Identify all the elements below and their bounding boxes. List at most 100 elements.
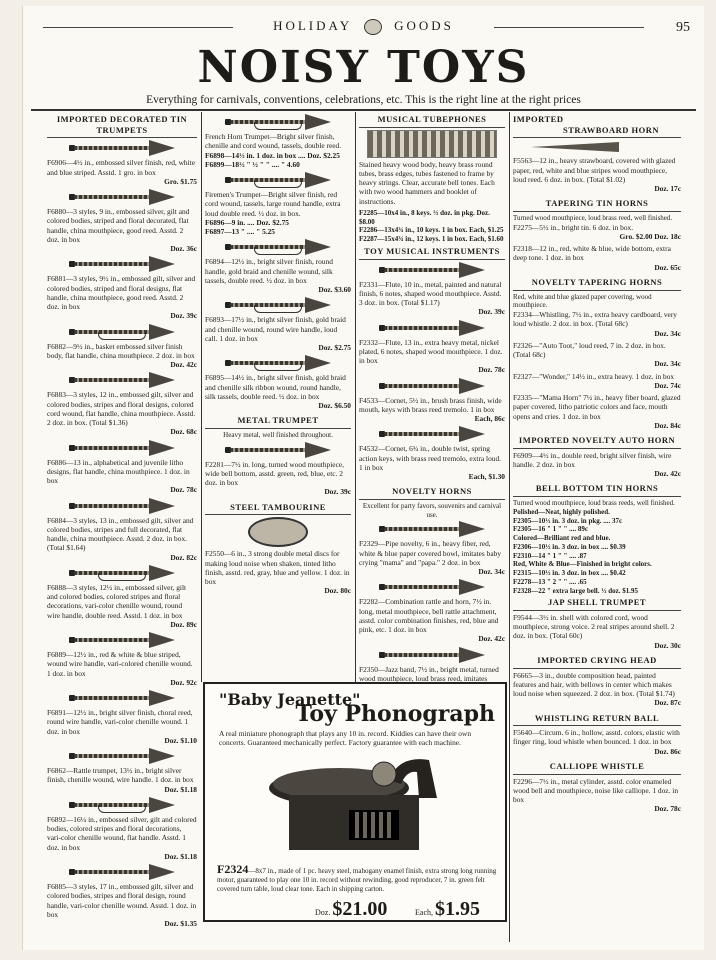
section-heading: STEEL TAMBOURINE — [205, 500, 351, 516]
price-line: F2310—14 " 1 " " .... .87 — [513, 551, 587, 560]
price-line: F2286—13x4¾ in., 10 keys. 1 in box. Each… — [359, 226, 504, 235]
phonograph-desc: A real miniature phonograph that plays a… — [219, 729, 472, 748]
price-line: F2287—15x4¾ in., 12 keys. 1 in box. Each… — [359, 235, 504, 244]
catalog-page: HOLIDAY GOODS 95 NOISY TOYS Everything f… — [22, 6, 704, 950]
instrument-entry: F2332—Flute, 13 in., extra heavy metal, … — [359, 319, 505, 375]
section-heading: NOVELTY HORNS — [359, 484, 505, 500]
phonograph-doz: Doz. $21.00 — [315, 898, 388, 920]
trumpet-icon — [62, 748, 182, 764]
section-sub: Excellent for party favors, souvenirs an… — [362, 501, 502, 519]
trumpet-entry: F6881—3 styles, 9½ in., embossed gilt, s… — [47, 256, 197, 320]
trumpet-entry: F6892—16¼ in., embossed silver, gilt and… — [47, 796, 197, 861]
section-heading: TAPERING TIN HORNS — [513, 196, 681, 212]
novelty-tapering-entry: F2334—Whistling, 7½ in., extra heavy car… — [513, 310, 681, 338]
price-line: F2328—22 " extra large bell. ½ doz. $1.9… — [513, 586, 639, 595]
column-decorated-trumpets: IMPORTED DECORATED TIN TRUMPETS F6906—4½… — [47, 112, 197, 931]
instrument-entry: F4533—Cornet, 5½ in., brush brass finish… — [359, 377, 505, 424]
price-line: F2315—10½ in. 3 doz. in box .... $0.42 — [513, 569, 626, 577]
trumpet-icon — [218, 297, 338, 314]
trumpet-entry: F6906—4½ in., embossed silver finish, re… — [47, 140, 197, 186]
trumpet-icon — [62, 632, 182, 648]
trumpet-icon — [62, 189, 182, 205]
column-tubephones: MUSICAL TUBEPHONES Stained heavy wood bo… — [359, 112, 505, 705]
strawboard-entry: F5563—12 in., heavy strawboard, covered … — [513, 156, 681, 193]
page-number: 95 — [676, 20, 690, 35]
trumpet-entry: F6882—9½ in., basket embossed silver fin… — [47, 323, 197, 370]
trumpet-entry: F6883—3 styles, 12 in., embossed gilt, s… — [47, 372, 197, 436]
trumpet-entry: F6891—12½ in., bright silver finish, cho… — [47, 690, 197, 745]
tubephone-icon — [367, 129, 497, 158]
trumpet-icon — [62, 256, 182, 273]
tapering-horn-entry: F2275—5½ in., bright tin. 6 doz. in box.… — [513, 222, 681, 241]
jap-trumpet-entry: F9544—3½ in. shell with colored cord, wo… — [513, 612, 681, 650]
trumpet-icon — [372, 261, 492, 278]
holiday-label: HOLIDAY — [273, 18, 352, 33]
section-sub: Heavy metal, well finished throughout. — [223, 430, 333, 439]
trumpet-icon — [62, 864, 182, 880]
page-subtitle: Everything for carnivals, conventions, c… — [146, 94, 581, 106]
section-heading: WHISTLING RETURN BALL — [513, 711, 681, 727]
phonograph-name: "Baby Jeanette" — [219, 690, 361, 709]
calliope-entry: F2296—7½ in., metal cylinder, asstd. col… — [513, 776, 681, 814]
section-heading: METAL TRUMPET — [205, 413, 351, 429]
header-rule — [31, 109, 696, 111]
section-heading: NOVELTY TAPERING HORNS — [513, 275, 681, 291]
section-heading: TOY MUSICAL INSTRUMENTS — [359, 244, 505, 260]
trumpet-entry: F6889—12½ in., red & white & blue stripe… — [47, 632, 197, 687]
trumpet-entry: Firemen's Trumpet—Bright silver finish, … — [205, 172, 351, 236]
goods-label: GOODS — [394, 18, 454, 33]
instrument-entry: F2331—Flute, 10 in., metal, painted and … — [359, 261, 505, 317]
trumpet-icon — [62, 372, 182, 389]
trumpet-entry: F6894—12½ in., bright silver finish, rou… — [205, 239, 351, 294]
price-line: F2305—10½ in. 3 doz. in pkg. .... 37c — [513, 516, 623, 525]
tubephone-desc: Stained heavy wood body, heavy brass rou… — [359, 159, 495, 206]
tambourine-entry: F2550—6 in., 3 strong double metal discs… — [205, 549, 351, 596]
trumpet-entry: F6880—3 styles, 9 in., embossed silver, … — [47, 189, 197, 253]
phonograph-icon — [269, 759, 437, 850]
instrument-entry: F4532—Cornet, 6¾ in., double twist, spri… — [359, 426, 505, 481]
phonograph-box: "Baby Jeanette" Toy Phonograph A real mi… — [203, 682, 507, 922]
novelty-horn-entry: F2282—Combination rattle and horn, 7½ in… — [359, 579, 505, 643]
trumpet-icon — [372, 646, 492, 663]
column-horns: IMPORTED STRAWBOARD HORN F5563—12 in., h… — [513, 112, 681, 814]
phonograph-title: Toy Phonograph — [295, 701, 495, 727]
novelty-tapering-entry: F2326—"Auto Toot," loud reed, 7 in. 2 do… — [513, 340, 681, 369]
trumpet-icon — [62, 323, 182, 340]
trumpet-entry: F6884—3 styles, 13 in., embossed gilt, s… — [47, 497, 197, 562]
trumpet-icon — [62, 690, 182, 706]
trumpet-icon — [372, 377, 492, 394]
price-line: F2306—10½ in. 3 doz. in box .... $0.39 — [513, 542, 626, 551]
section-heading: IMPORTED NOVELTY AUTO HORN — [513, 433, 681, 449]
trumpet-icon — [372, 579, 492, 596]
trumpet-icon — [62, 564, 182, 581]
trumpet-icon — [372, 521, 492, 538]
novelty-tapering-entry: F2335—"Mama Horn" 7½ in., heavy fiber bo… — [513, 393, 681, 430]
section-heading: MUSICAL TUBEPHONES — [359, 112, 505, 128]
column-trumpets-2: French Horn Trumpet—Bright silver finish… — [205, 112, 351, 599]
trumpet-icon — [372, 319, 492, 336]
trumpet-icon — [62, 796, 182, 813]
section-heading: BELL BOTTOM TIN HORNS — [513, 481, 681, 497]
section-heading: IMPORTED STRAWBOARD HORN — [513, 112, 681, 139]
novelty-horn-entry: F2329—Pipe novelty, 6 in., heavy fiber, … — [359, 521, 505, 576]
trumpet-icon — [62, 140, 182, 157]
section-heading: IMPORTED DECORATED TIN TRUMPETS — [47, 112, 197, 139]
trumpet-icon — [218, 355, 338, 372]
trumpet-entry: F6895—14½ in., bright silver finish, gol… — [205, 355, 351, 410]
novelty-tapering-entry: F2327—"Wonder," 14½ in., extra heavy. 1 … — [513, 371, 681, 390]
return-ball-entry: F5640—Circum. 6 in., hollow, asstd. colo… — [513, 728, 681, 756]
section-heading: IMPORTED CRYING HEAD — [513, 653, 681, 669]
trumpet-icon — [218, 172, 338, 188]
metal-trumpet-entry: F2281—7½ in. long, turned wood mouthpiec… — [205, 459, 351, 497]
trumpet-icon — [372, 426, 492, 443]
section-heading: JAP SHELL TRUMPET — [513, 595, 681, 611]
section-heading: CALLIOPE WHISTLE — [513, 759, 681, 775]
holiday-goods-banner: HOLIDAY GOODS — [23, 18, 704, 36]
trumpet-icon — [218, 239, 338, 256]
crying-head-entry: F6665—3 in., double composition head, pa… — [513, 670, 681, 708]
trumpet-entry: F6893—17½ in., bright silver finish, gol… — [205, 297, 351, 352]
trumpet-entry: F6888—3 styles, 12½ in., embossed silver… — [47, 564, 197, 629]
trumpet-entry: F6862—Rattle trumpet, 13½ in., bright si… — [47, 748, 197, 794]
page-title: NOISY TOYS — [197, 42, 530, 93]
phonograph-fine: —8x7 in., made of 1 pc. heavy steel, mah… — [217, 867, 497, 893]
